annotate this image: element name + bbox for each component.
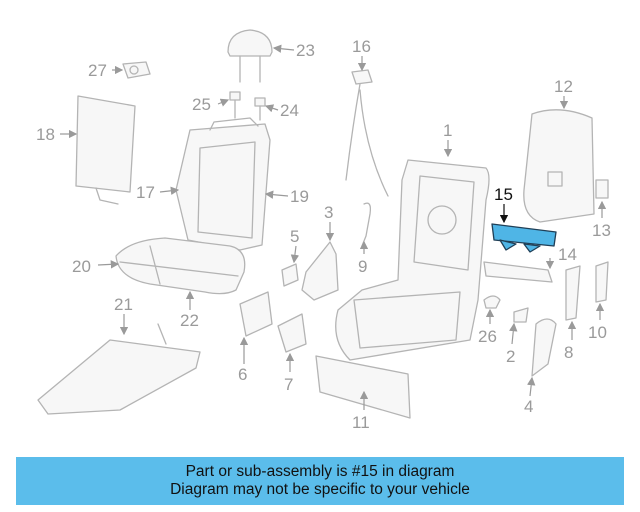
banner-line-2: Diagram may not be specific to your vehi… xyxy=(170,481,470,498)
info-banner: Part or sub-assembly is #15 in diagram D… xyxy=(16,457,624,505)
callout-2: 2 xyxy=(506,347,515,366)
callout-14: 14 xyxy=(558,245,577,264)
callout-7: 7 xyxy=(284,375,293,394)
callout-9: 9 xyxy=(358,257,367,276)
part-8-cover xyxy=(565,265,581,321)
callout-25: 25 xyxy=(192,95,211,114)
callout-11: 11 xyxy=(352,413,370,432)
callout-15: 15 xyxy=(494,185,513,204)
part-18-back-panel xyxy=(75,95,136,205)
callout-18: 18 xyxy=(36,125,55,144)
part-15-highlighted xyxy=(491,223,557,253)
part-6-panel xyxy=(239,291,273,337)
callout-6: 6 xyxy=(238,365,247,384)
callout-5: 5 xyxy=(290,227,299,246)
callout-8: 8 xyxy=(564,343,573,362)
part-23-headrest xyxy=(227,29,273,83)
part-2-cover xyxy=(513,307,529,323)
banner-line-1: Part or sub-assembly is #15 in diagram xyxy=(185,463,455,480)
callout-3: 3 xyxy=(324,203,333,222)
callout-12: 12 xyxy=(554,77,573,96)
callout-22: 22 xyxy=(180,311,199,330)
callout-1: 1 xyxy=(443,121,452,140)
part-1-seat-frame xyxy=(335,159,490,361)
parts-diagram: 23 16 27 12 25 24 18 1 17 19 15 13 3 14 … xyxy=(36,29,611,432)
part-24-guide xyxy=(254,97,266,121)
part-10-rail xyxy=(595,261,609,303)
callout-27: 27 xyxy=(88,61,107,80)
part-25-guide xyxy=(229,91,241,119)
part-19-seatback-cover xyxy=(175,117,271,251)
part-20-seat-cushion xyxy=(115,237,246,295)
part-7-bracket xyxy=(277,313,307,353)
part-26-cap xyxy=(483,295,501,309)
part-21-mat xyxy=(37,323,201,415)
callout-13: 13 xyxy=(592,221,611,240)
part-4-trim xyxy=(531,318,557,377)
part-27-clip xyxy=(122,61,151,79)
part-9-rod xyxy=(361,202,372,247)
part-12-rear-panel xyxy=(523,109,595,223)
callout-16: 16 xyxy=(352,37,371,56)
callout-23: 23 xyxy=(296,41,315,60)
part-16-cable xyxy=(345,69,389,197)
part-11-skid xyxy=(315,355,411,419)
part-5-trim xyxy=(281,263,299,287)
callout-21: 21 xyxy=(114,295,133,314)
callout-24: 24 xyxy=(280,101,299,120)
callout-4: 4 xyxy=(524,397,533,416)
callout-17: 17 xyxy=(136,183,155,202)
part-3-bracket xyxy=(301,241,339,301)
callout-26: 26 xyxy=(478,327,497,346)
callout-19: 19 xyxy=(290,187,309,206)
callout-20: 20 xyxy=(72,257,91,276)
part-14-track xyxy=(483,261,553,283)
callout-10: 10 xyxy=(588,323,607,342)
part-13-latch xyxy=(595,179,609,199)
